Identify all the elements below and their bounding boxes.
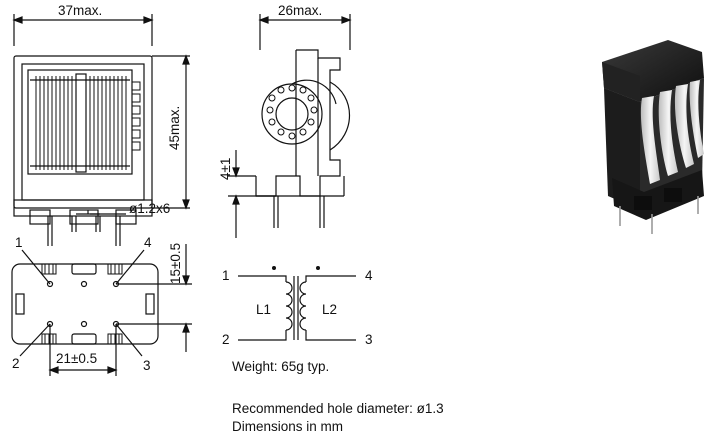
pin-spacing-horizontal-label: 21±0.5: [56, 351, 98, 366]
footprint-pin-label: 2: [12, 356, 20, 371]
footprint-pin-label: 3: [143, 358, 151, 373]
weight-note: Weight: 65g typ.: [232, 359, 330, 374]
schematic-pin-label: 2: [222, 332, 230, 347]
units-note: Dimensions in mm: [232, 419, 344, 434]
height-dimension-label: 45max.: [167, 105, 182, 150]
schematic-pin-label: 4: [365, 268, 373, 283]
standoff-dimension-label: 4±1: [218, 157, 233, 180]
coil-2-label: L2: [322, 302, 338, 317]
dot-marker-right: [316, 266, 320, 270]
depth-dimension-label: 26max.: [278, 3, 323, 18]
coil-1-label: L1: [256, 302, 272, 317]
hole-diameter-note: Recommended hole diameter: ø1.3: [232, 401, 444, 416]
pin-spacing-vertical-label: 15±0.5: [168, 242, 183, 284]
pin-diameter-label: ø1.2x6: [129, 201, 171, 216]
width-dimension-label: 37max.: [58, 3, 103, 18]
schematic-pin-label: 1: [222, 268, 230, 283]
dot-marker-left: [272, 266, 276, 270]
footprint-pin-label: 1: [15, 235, 23, 250]
schematic-pin-label: 3: [365, 332, 373, 347]
footprint-pin-label: 4: [144, 235, 152, 250]
